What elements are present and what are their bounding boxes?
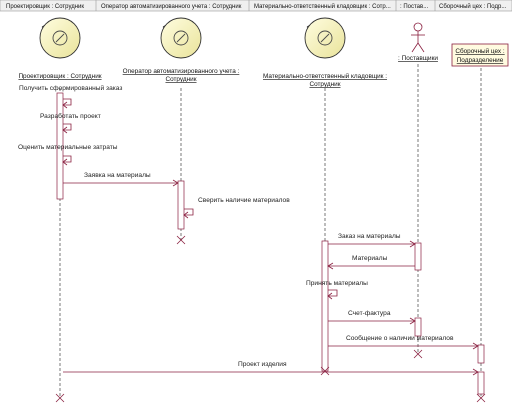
object-label-operator-line2: Сотрудник: [165, 76, 196, 83]
object-label-storekeeper-line2: Сотрудник: [309, 81, 340, 88]
object-label-assembly-shop-line1: Сборочный цех :: [455, 47, 505, 55]
destroy-assembly-icon: [476, 393, 486, 403]
object-suppliers[interactable]: [411, 22, 425, 53]
header-tab-operator[interactable]: Оператор автоматизированного учета : Сот…: [101, 4, 242, 10]
message-arrow-self-accept: [328, 289, 338, 297]
activation-designer: [56, 92, 64, 200]
message-arrow-self-1: [63, 98, 72, 106]
destroy-designer-icon: [55, 393, 65, 403]
destruction-marks: [55, 235, 486, 403]
activation-operator: [177, 180, 185, 230]
message-label-availability: Сообщение о наличии материалов: [346, 334, 454, 342]
activation-assembly-1: [477, 344, 485, 364]
message-arrow-self-3: [63, 155, 72, 163]
activation-bars: [56, 92, 485, 395]
message-arrows: [62, 98, 479, 376]
object-header-bar: Проектировщик : Сотрудник Оператор автом…: [0, 0, 512, 12]
message-arrow-self-check: [184, 208, 194, 216]
destroy-suppliers-icon: [413, 349, 423, 359]
destroy-operator-icon: [176, 235, 186, 245]
message-label-request-materials: Заявка на материалы: [84, 172, 151, 179]
object-operator[interactable]: [160, 17, 202, 59]
activation-assembly-2: [477, 371, 485, 395]
object-label-storekeeper-line1: Материально-ответственный кладовщик :: [263, 72, 387, 80]
object-label-designer: Проектировщик : Сотрудник: [18, 73, 101, 80]
destroy-storekeeper-icon: [320, 366, 330, 376]
object-label-suppliers: : Поставщики: [398, 55, 438, 62]
message-label-develop-project: Разработать проект: [40, 112, 101, 120]
actor-icon: [413, 22, 423, 32]
message-label-invoice: Счет-фактура: [348, 310, 391, 317]
message-label-get-order: Получить сформированный заказ: [19, 84, 122, 92]
header-tab-suppliers[interactable]: : Постав...: [400, 4, 429, 10]
message-arrow-self-2: [63, 123, 72, 131]
message-label-check-materials: Сверить наличие материалов: [198, 197, 290, 204]
message-labels: Получить сформированный заказ Разработат…: [18, 84, 454, 368]
activation-suppliers-1: [414, 242, 422, 271]
header-tab-designer[interactable]: Проектировщик : Сотрудник: [6, 4, 84, 10]
message-label-order-materials: Заказ на материалы: [338, 233, 401, 240]
header-tab-assembly-shop[interactable]: Сборочный цех : Подр...: [439, 3, 507, 10]
object-assembly-shop[interactable]: [451, 43, 509, 67]
message-label-accept-materials: Принять материалы: [306, 280, 368, 287]
header-tab-storekeeper[interactable]: Материально-ответственный кладовщик : Со…: [254, 3, 391, 10]
message-label-product-project: Проект изделия: [238, 361, 287, 368]
object-label-operator-line1: Оператор автоматизированного учета :: [123, 68, 240, 75]
activation-suppliers-2: [414, 317, 422, 337]
object-designer[interactable]: [39, 17, 81, 59]
object-storekeeper[interactable]: [304, 17, 346, 59]
message-label-estimate-costs: Оценить материальные затраты: [18, 144, 118, 151]
activation-storekeeper: [321, 240, 329, 372]
message-label-materials: Материалы: [352, 255, 388, 262]
object-label-assembly-shop-line2: Подразделение: [457, 57, 504, 64]
